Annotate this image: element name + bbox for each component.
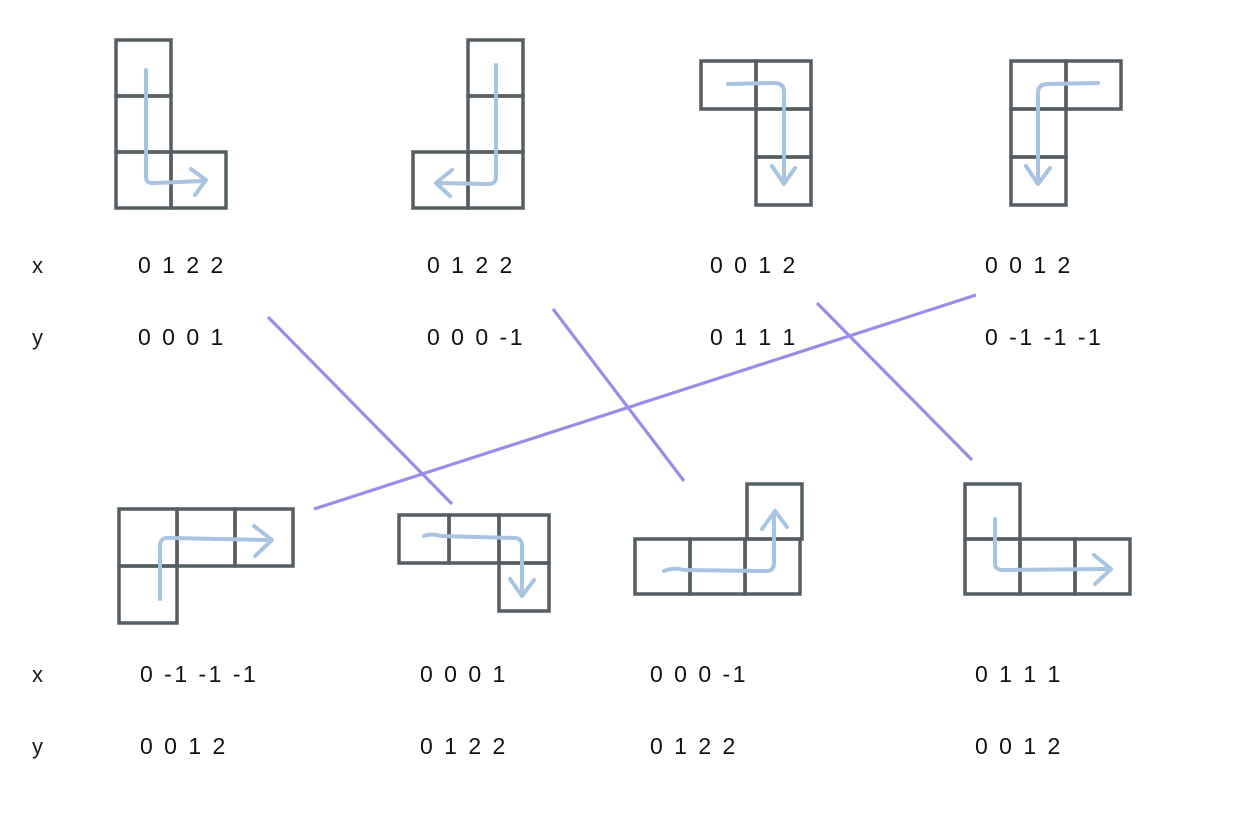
shape-cell-8[interactable]: [962, 481, 1144, 603]
shape-2-x-values: 0 1 2 2: [427, 252, 515, 278]
top-row-x-label: x: [32, 253, 43, 278]
shape-4-svg: [1009, 59, 1123, 207]
shape-cell-5[interactable]: [116, 506, 306, 630]
shape-cell-7[interactable]: [632, 481, 810, 603]
shape-6-x-values: 0 0 0 1: [420, 661, 508, 687]
shape-3-svg: [699, 59, 813, 207]
top-row-y-label: y: [32, 325, 43, 350]
shape-1-svg: [114, 38, 228, 210]
shape-8-x-values: 0 1 1 1: [975, 661, 1063, 687]
shape-6-y-values: 0 1 2 2: [420, 733, 508, 759]
shape-2-svg: [411, 38, 525, 210]
shape-8-svg: [963, 482, 1132, 596]
bottom-row-y-label: y: [32, 734, 43, 759]
shape-7-svg: [633, 482, 804, 596]
shape-cell-3[interactable]: [698, 58, 816, 214]
shape-7-x-values: 0 0 0 -1: [650, 661, 748, 687]
shape-cell-1[interactable]: [113, 37, 231, 215]
shape-cell-6[interactable]: [396, 512, 556, 622]
shape-6-svg: [397, 513, 551, 613]
shape-8-y-values: 0 0 1 2: [975, 733, 1063, 759]
connector-2: [551, 308, 686, 482]
shape-7-y-values: 0 1 2 2: [650, 733, 738, 759]
shape-4-x-values: 0 0 1 2: [985, 252, 1073, 278]
bottom-row-x-label: x: [32, 662, 43, 687]
shape-cell-4[interactable]: [1008, 58, 1126, 214]
shape-1-x-values: 0 1 2 2: [138, 252, 226, 278]
shape-cell-2[interactable]: [410, 37, 528, 215]
shape-5-svg: [117, 507, 295, 625]
shape-4-y-values: 0 -1 -1 -1: [985, 324, 1104, 350]
connector-4: [313, 293, 977, 511]
shape-3-y-values: 0 1 1 1: [710, 324, 798, 350]
shape-1-y-values: 0 0 0 1: [138, 324, 226, 350]
shape-5-x-values: 0 -1 -1 -1: [140, 661, 259, 687]
shape-5-y-values: 0 0 1 2: [140, 733, 228, 759]
shape-3-x-values: 0 0 1 2: [710, 252, 798, 278]
shape-2-y-values: 0 0 0 -1: [427, 324, 525, 350]
connector-1: [266, 315, 454, 506]
connector-3: [815, 301, 974, 462]
